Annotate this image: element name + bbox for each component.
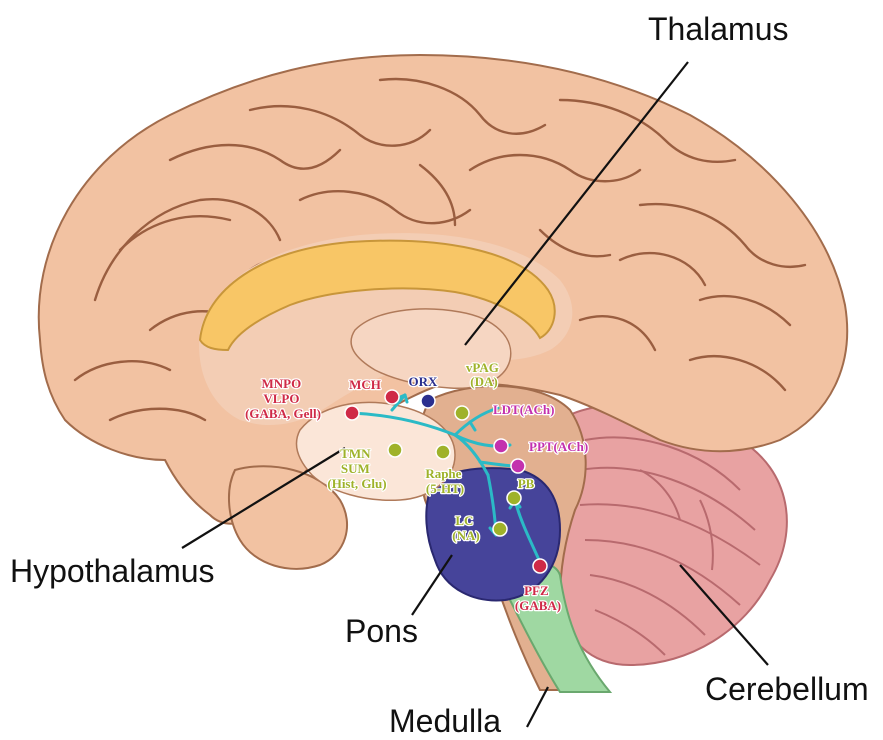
tmn-label: TMN SUM (Hist, Glu) [327, 446, 386, 491]
orx-dot [421, 394, 435, 408]
ldt-dot [494, 439, 508, 453]
mnpo-dot [345, 406, 359, 420]
pb-dot [507, 491, 521, 505]
raphe-label: Raphe (5-HT) [425, 466, 464, 496]
lc-label: LC (NA) [452, 513, 479, 543]
ppt-label: PPT(ACh) [529, 439, 588, 454]
ldt-label: LDT(ACh) [493, 402, 554, 417]
lc-dot [493, 522, 507, 536]
mnpo-label: MNPO VLPO (GABA, Gell) [245, 376, 321, 421]
vpag-dot [455, 406, 469, 420]
tmn-dot [388, 443, 402, 457]
vpag-label: vPAG (DA) [466, 360, 502, 389]
pfz-label: PFZ (GABA) [515, 583, 561, 613]
ppt-dot [511, 459, 525, 473]
pb-label: PB [518, 476, 535, 491]
mch-label: MCH [349, 377, 381, 392]
mch-dot [385, 390, 399, 404]
pfz-dot [533, 559, 547, 573]
raphe-dot [436, 445, 450, 459]
orx-label: ORX [409, 374, 439, 389]
